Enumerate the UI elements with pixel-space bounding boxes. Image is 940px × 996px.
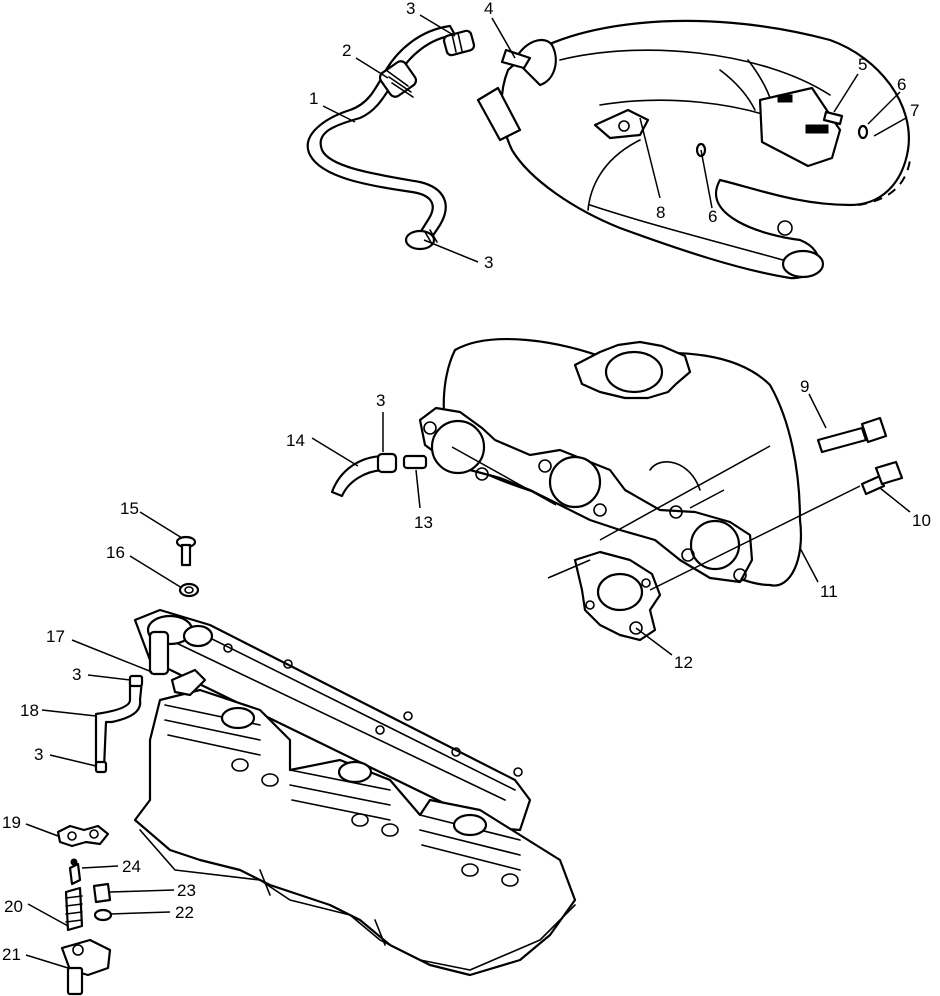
gasket xyxy=(56,824,110,848)
spring xyxy=(64,886,84,932)
screw xyxy=(175,535,197,567)
callout-10: 10 xyxy=(912,511,931,530)
callout-6: 6 xyxy=(897,75,906,94)
leader-lines xyxy=(25,14,911,969)
callout-4: 4 xyxy=(484,0,493,18)
hose xyxy=(306,24,457,242)
callout-23: 23 xyxy=(177,881,196,900)
callout-8: 8 xyxy=(656,203,665,222)
fitting xyxy=(402,454,428,470)
callout-9: 9 xyxy=(800,377,809,396)
callout-19: 19 xyxy=(2,813,21,832)
bolt xyxy=(860,460,904,496)
callout-22: 22 xyxy=(175,903,194,922)
callout-3: 3 xyxy=(72,665,81,684)
callout-18: 18 xyxy=(20,701,39,720)
exhaust-pipe xyxy=(476,19,911,280)
manifold-gasket xyxy=(573,550,662,642)
callout-3: 3 xyxy=(34,745,43,764)
callout-3: 3 xyxy=(406,0,415,18)
callout-24: 24 xyxy=(122,857,141,876)
callout-16: 16 xyxy=(106,543,125,562)
fitting xyxy=(500,48,532,70)
callout-17: 17 xyxy=(46,627,65,646)
callout-7: 7 xyxy=(910,101,919,120)
callout-6: 6 xyxy=(708,207,717,226)
callout-12: 12 xyxy=(674,653,693,672)
bolt xyxy=(816,416,888,454)
callout-11: 11 xyxy=(820,582,838,601)
callout-15: 15 xyxy=(120,499,139,518)
callout-3: 3 xyxy=(484,253,493,272)
fitting xyxy=(822,110,844,126)
fitting xyxy=(92,882,112,904)
washer xyxy=(857,124,869,140)
callout-1: 1 xyxy=(309,89,318,108)
callout-20: 20 xyxy=(4,897,23,916)
hose-clamp xyxy=(442,29,476,57)
callouts: 1 2 3 3 4 5 6 7 8 6 3 9 14 13 10 11 12 1… xyxy=(2,0,931,964)
hose xyxy=(330,452,398,498)
hose-clamp xyxy=(404,229,438,251)
callout-13: 13 xyxy=(414,513,433,532)
callout-14: 14 xyxy=(286,431,305,450)
callout-3: 3 xyxy=(376,391,385,410)
washer xyxy=(178,582,200,598)
callout-2: 2 xyxy=(342,41,351,60)
exhaust-manifold xyxy=(418,337,803,587)
cylinder-block xyxy=(133,688,577,977)
hose xyxy=(94,674,144,774)
bolt xyxy=(68,858,82,886)
sensor xyxy=(60,938,112,996)
fitting xyxy=(170,668,207,697)
callout-5: 5 xyxy=(858,55,867,74)
washer xyxy=(93,908,113,922)
callout-21: 21 xyxy=(2,945,21,964)
